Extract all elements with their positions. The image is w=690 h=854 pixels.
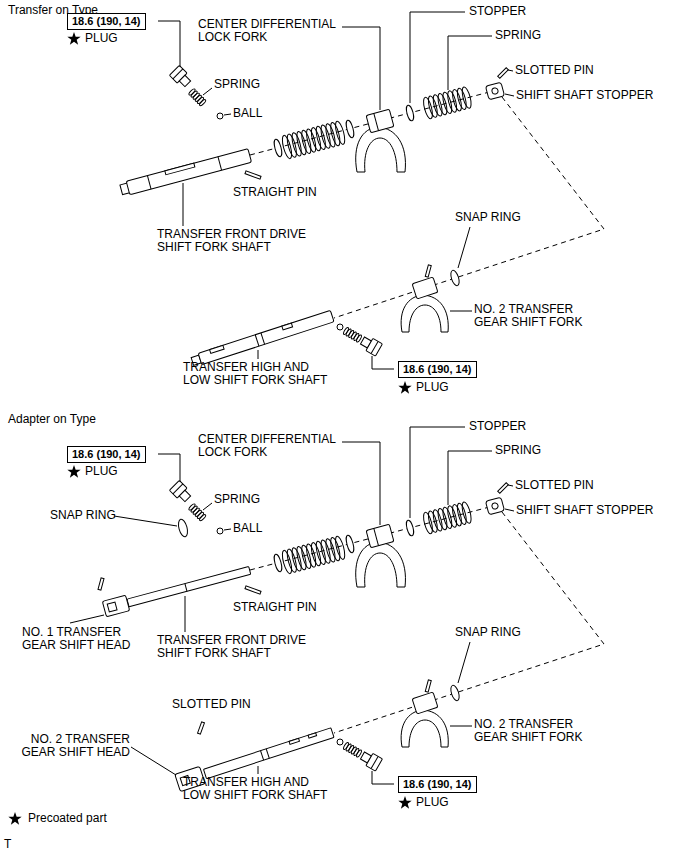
part-label: SNAP RING [455,211,521,224]
torque-value: 18.6 (190, 14) [72,15,141,27]
part-label: BALL [233,522,262,535]
torque-box: 18.6 (190, 14) [398,361,477,378]
part-label: SPRING [495,444,541,457]
drawing-part [183,183,184,226]
legend-text: Precoated part [28,812,107,825]
drawing-part [210,345,225,353]
part-label: TRANSFER HIGH AND LOW SHIFT FORK SHAFT [183,776,333,802]
drawing-part [198,722,205,734]
drawing-part [67,32,80,45]
drawing-part [398,381,411,394]
part-label: TRANSFER FRONT DRIVE SHIFT FORK SHAFT [157,634,322,660]
part-label: NO. 2 TRANSFER GEAR SHIFT FORK [474,303,591,329]
part-label: PLUG [85,32,118,45]
transfer-on-type-parts [67,12,604,394]
part-label: SPRING [495,29,541,42]
part-label: BALL [233,107,262,120]
drawing-part [126,149,251,195]
part-label: SNAP RING [455,626,521,639]
drawing-part [147,176,151,190]
part-label: TRANSFER FRONT DRIVE SHIFT FORK SHAFT [157,228,322,254]
part-label: SLOTTED PIN [515,64,594,77]
drawing-part [258,350,259,359]
drawing-part [98,578,104,590]
drawing-part [185,596,186,632]
drawing-part [198,722,205,734]
part-label: SPRING [214,78,260,91]
front-drive-shaft [119,149,251,197]
drawing-part [203,728,334,779]
part-label: STRAIGHT PIN [233,601,317,614]
high-low-shaft [191,310,335,367]
drawing-part [255,335,259,346]
drawing-part [308,733,317,738]
part-label: STOPPER [469,5,526,18]
part-label: CENTER DIFFERENTIAL LOCK FORK [198,433,348,459]
part-label: PLUG [85,465,118,478]
drawing-part [102,595,129,617]
drawing-part [218,157,222,171]
high-low-shaft [203,728,334,779]
torque-value: 18.6 (190, 14) [72,448,141,460]
drawing-part [289,738,299,744]
part-label: CENTER DIFFERENTIAL LOCK FORK [198,18,348,44]
drawing-part [107,602,117,612]
drawing-part [198,310,334,364]
drawing-part [67,465,80,478]
part-label: SNAP RING [50,509,116,522]
part-label: SLOTTED PIN [515,479,594,492]
part-label: STOPPER [469,420,526,433]
part-label: SHIFT SHAFT STOPPER [516,504,653,517]
drawing-part [127,567,251,607]
drawing-part [158,454,180,482]
torque-box: 18.6 (190, 14) [67,446,146,463]
part-label: NO. 1 TRANSFER GEAR SHIFT HEAD [22,626,139,652]
part-label: PLUG [416,796,449,809]
drawing-part [185,584,187,592]
drawing-part [131,747,176,775]
part-label: SPRING [214,493,260,506]
adapter-on-type-parts [67,427,604,809]
drawing-part [165,163,195,175]
shift-assembly [169,427,604,784]
drawing-part [114,516,177,526]
section-heading: Adapter on Type [8,413,96,426]
part-label: STRAIGHT PIN [233,186,317,199]
torque-box: 18.6 (190, 14) [398,776,477,793]
drawing-part [258,766,259,774]
part-label: SHIFT SHAFT STOPPER [516,89,653,102]
part-label: NO. 2 TRANSFER GEAR SHIFT HEAD [18,733,130,759]
drawing-part [70,615,104,623]
torque-value: 18.6 (190, 14) [403,363,472,375]
torque-box: 18.6 (190, 14) [67,13,146,30]
drawing-part [158,21,180,67]
page-code: T [4,838,11,851]
drawing-part [398,796,411,809]
front-drive-shaft [127,567,251,607]
drawing-part [282,323,293,330]
part-label: PLUG [416,381,449,394]
drawing-part [177,518,189,537]
part-label: SLOTTED PIN [172,698,251,711]
part-label: TRANSFER HIGH AND LOW SHIFT FORK SHAFT [183,361,333,387]
drawing-part [98,578,104,590]
drawing-part [261,333,265,344]
shift-head [102,595,129,617]
drawing-part [261,751,264,761]
shift-assembly [169,12,604,369]
torque-value: 18.6 (190, 14) [403,778,472,790]
legend-star [8,812,21,825]
drawing-part [266,749,269,759]
part-label: NO. 2 TRANSFER GEAR SHIFT FORK [474,718,591,744]
